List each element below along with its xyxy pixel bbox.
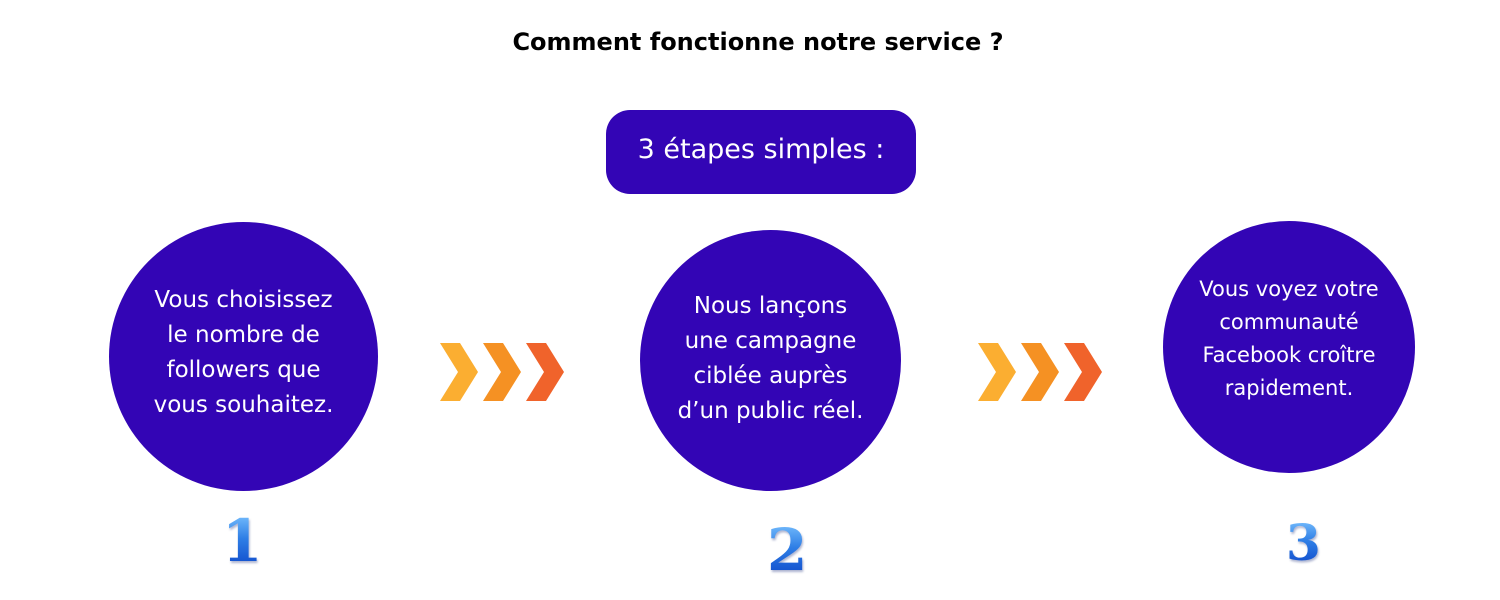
step-3-text: Vous voyez votre communauté Facebook cro… bbox=[1199, 277, 1379, 400]
step-1-text: Vous choisissez le nombre de followers q… bbox=[153, 286, 334, 418]
chevron-right-icon bbox=[1021, 343, 1059, 401]
arrows-2-icon bbox=[978, 343, 1102, 401]
chevron-right-icon bbox=[526, 343, 564, 401]
arrows-1-icon bbox=[440, 343, 564, 401]
step-3-circle: Vous voyez votre communauté Facebook cro… bbox=[1163, 221, 1415, 473]
page-title: Comment fonctionne notre service ? bbox=[512, 28, 1004, 56]
chevron-right-icon bbox=[483, 343, 521, 401]
step-1-circle: Vous choisissez le nombre de followers q… bbox=[109, 222, 378, 491]
step-2-circle: Nous lançons une campagne ciblée auprès … bbox=[640, 230, 901, 491]
chevron-right-icon bbox=[1064, 343, 1102, 401]
step-1-number: 1 bbox=[222, 507, 263, 575]
chevron-right-icon bbox=[440, 343, 478, 401]
chevron-right-icon bbox=[978, 343, 1016, 401]
step-2-number: 2 bbox=[767, 516, 808, 584]
steps-heading-pill: 3 étapes simples : bbox=[606, 110, 916, 194]
step-3-number: 3 bbox=[1286, 513, 1321, 572]
step-2-text: Nous lançons une campagne ciblée auprès … bbox=[677, 292, 864, 424]
